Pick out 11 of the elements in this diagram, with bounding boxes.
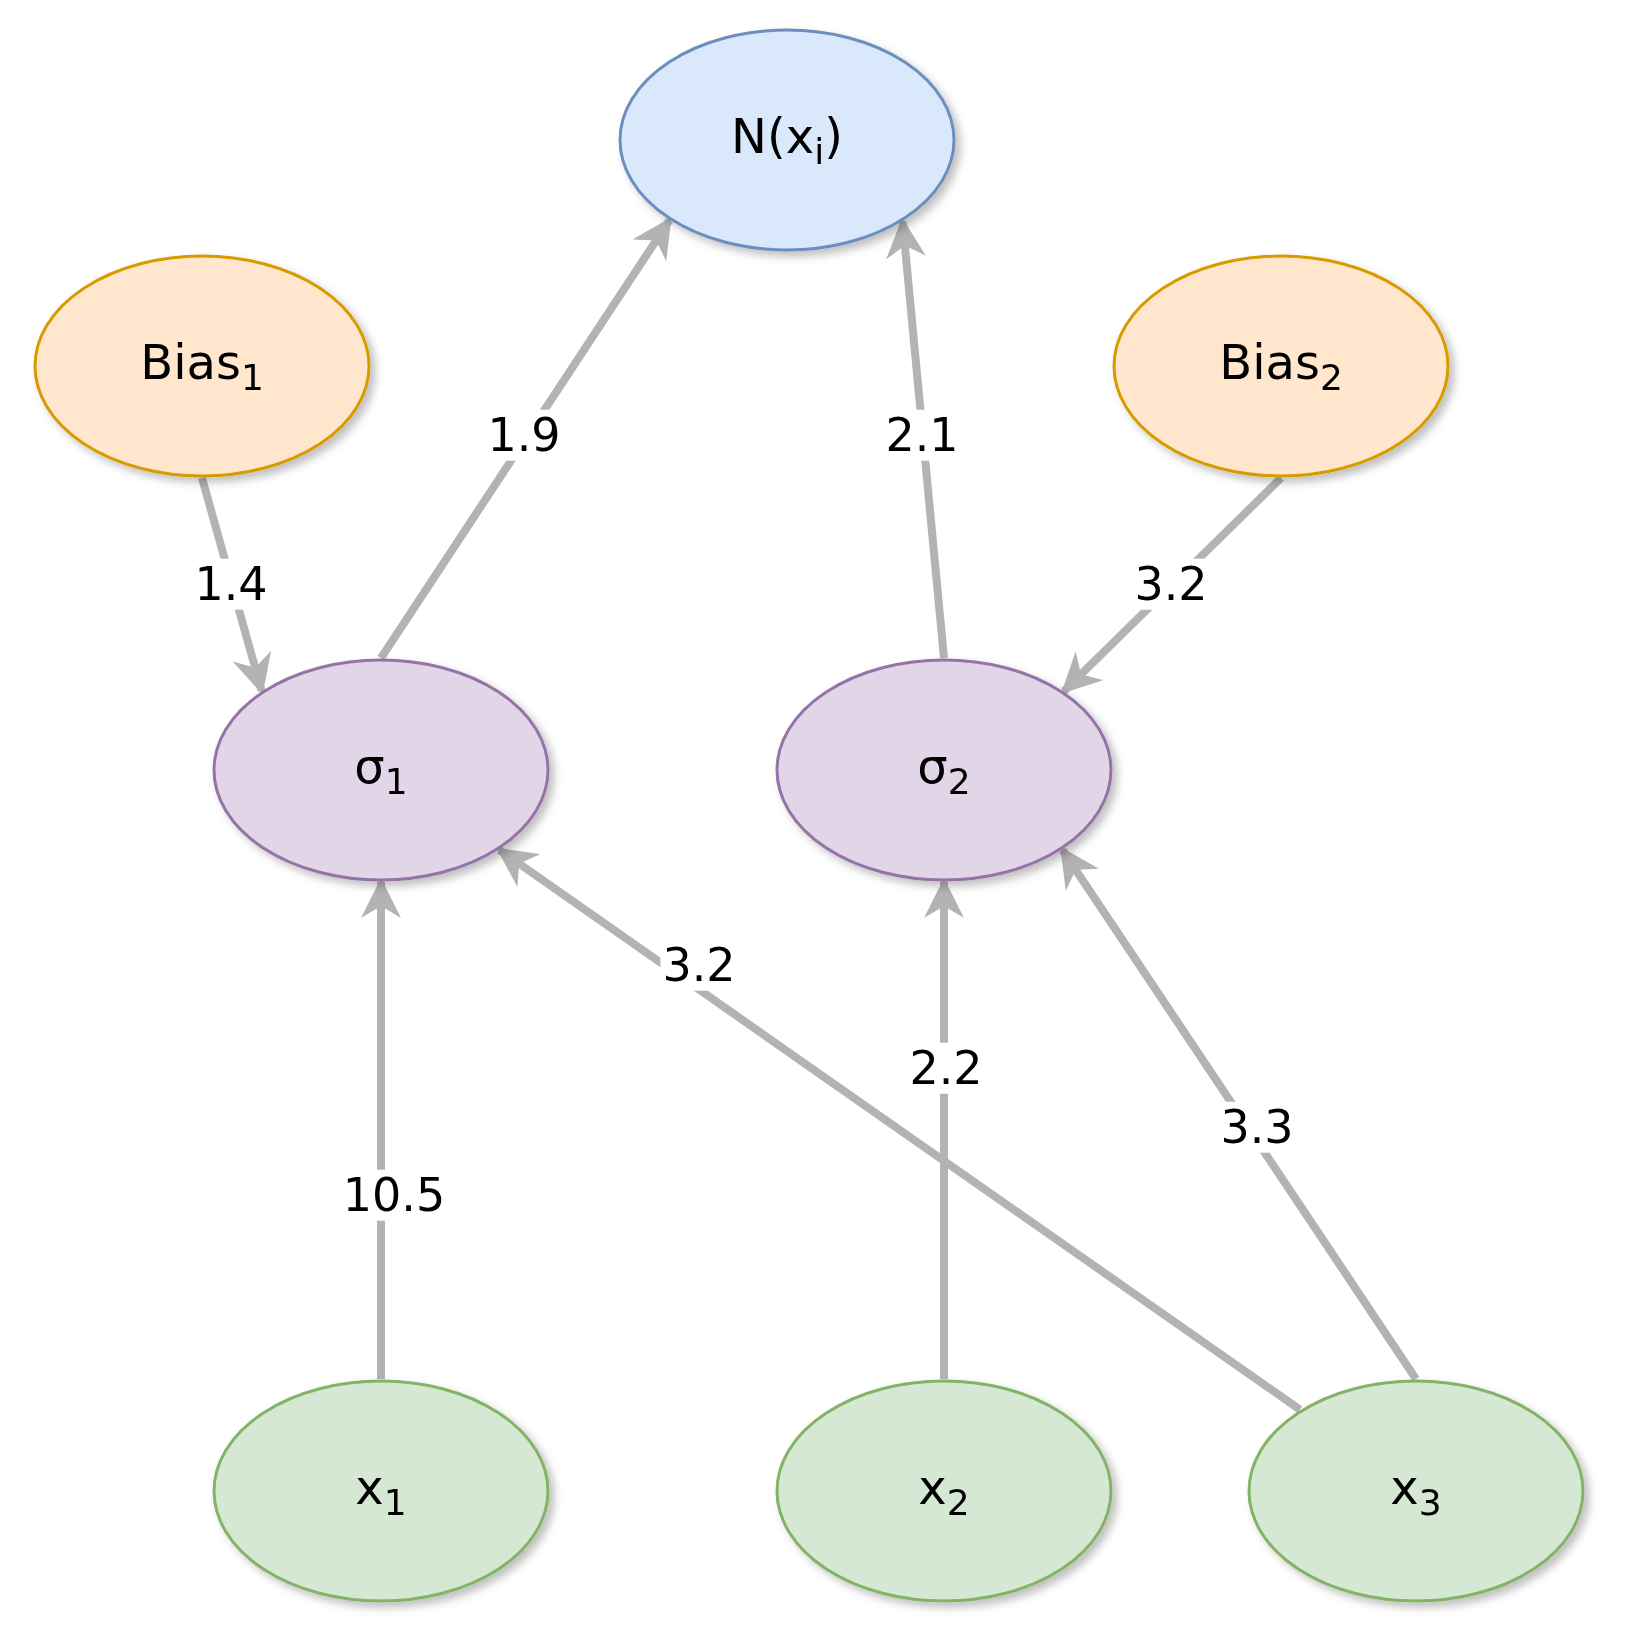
arrow [1059, 846, 1420, 1382]
arrow [377, 217, 673, 661]
node-label: x$_{1}$ [355, 1459, 407, 1523]
node-label: Bias$_{2}$ [1219, 334, 1343, 398]
arrow [496, 846, 1303, 1413]
node-label: σ$_{2}$ [917, 738, 971, 802]
node-label: N(x$_{i}$) [731, 108, 843, 172]
node-label: x$_{2}$ [918, 1459, 970, 1523]
node-label: Bias$_{1}$ [140, 334, 264, 398]
node-label: x$_{3}$ [1390, 1459, 1442, 1523]
node-label: σ$_{1}$ [354, 738, 408, 802]
